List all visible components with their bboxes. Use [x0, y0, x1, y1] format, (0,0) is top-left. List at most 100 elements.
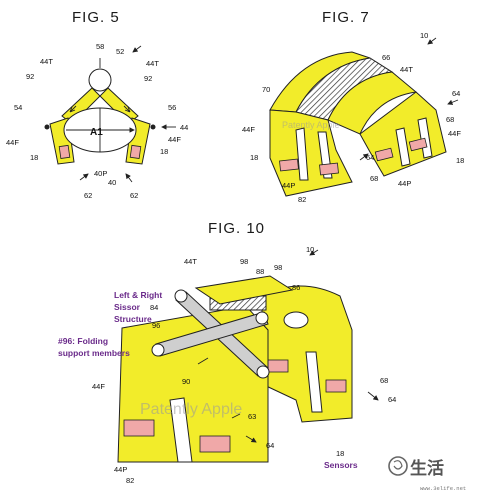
fig5-ref-58: 58 [96, 42, 104, 51]
fig10-callout-folding-line-2: support members [58, 348, 130, 358]
fig7-title: FIG. 7 [322, 9, 370, 26]
logo-text: 生活 [410, 458, 444, 478]
fig7-sensor-pad-1 [279, 158, 299, 172]
fig7-ref-44f-left: 44F [242, 125, 255, 134]
figure-7: FIG. 7 Patently Apple 10 66 44T 70 64 68… [242, 9, 464, 204]
fig5-ref-92-right: 92 [144, 74, 152, 83]
fig5-ref-92-left: 92 [26, 72, 34, 81]
fig5-ref-44t-left: 44T [40, 57, 53, 66]
fig5-right-arrow-icon [123, 105, 131, 113]
fig5-leader-52 [132, 45, 142, 53]
fig7-right-slot-1 [395, 127, 411, 167]
fig10-ref-18: 18 [336, 449, 344, 458]
fig7-ref-18-left: 18 [250, 153, 258, 162]
fig10-right-slot [305, 351, 323, 413]
fig7-ref-82: 82 [298, 195, 306, 204]
fig5-ref-52: 52 [116, 47, 124, 56]
figure-10: FIG. 10 Patently Apple Left & Right [58, 220, 396, 485]
fig7-sensor-pad-4 [408, 137, 428, 152]
fig10-ref-63: 63 [248, 412, 256, 421]
fig7-left-slot-1 [295, 127, 309, 181]
fig7-ref-18-right: 18 [456, 156, 464, 165]
fig5-ref-56: 56 [168, 103, 176, 112]
fig10-ref-84: 84 [150, 303, 158, 312]
fig10-leader-64-b [245, 435, 257, 443]
fig7-leader-10 [427, 37, 437, 45]
fig10-pivot-2 [255, 311, 269, 325]
fig10-leader-64 [367, 391, 379, 401]
fig5-right-hinge-dot [150, 124, 156, 130]
fig7-watermark: Patently Apple [282, 120, 340, 130]
fig10-ref-90: 90 [182, 377, 190, 386]
fig10-ref-96: 96 [152, 321, 160, 330]
logo-site-url: www.3elife.net [420, 485, 466, 492]
fig10-title: FIG. 10 [208, 220, 265, 237]
fig10-watermark: Patently Apple [140, 401, 242, 418]
fig5-ref-62-right: 62 [130, 191, 138, 200]
fig10-callout-scissor-line-3: Structure [114, 314, 152, 324]
fig7-leader-64 [447, 99, 459, 105]
fig7-ref-44p-right: 44P [398, 179, 411, 188]
fig5-ref-44f-left: 44F [6, 138, 19, 147]
logo-swirl-inner-icon [393, 460, 403, 470]
fig7-ref-68-a: 68 [446, 115, 454, 124]
logo-swirl-icon [388, 456, 408, 476]
fig5-left-arrow-icon [69, 105, 77, 113]
fig10-mid-sensor-pad [267, 359, 289, 373]
fig10-front-slot [169, 397, 193, 463]
fig10-ref-44p: 44P [114, 465, 127, 474]
figure-5: FIG. 5 58 52 44T 44T 92 [6, 9, 188, 200]
fig5-ref-18-left: 18 [30, 153, 38, 162]
fig10-ref-68: 68 [380, 376, 388, 385]
fig10-ref-64-a: 64 [388, 395, 396, 404]
fig7-ref-70: 70 [262, 85, 270, 94]
fig7-ref-64-b: 64 [366, 153, 374, 162]
fig10-pivot-4 [256, 365, 270, 379]
fig10-pivot-3 [151, 343, 165, 357]
fig10-callout-sensors: Sensors [324, 460, 358, 470]
fig7-ref-44t: 44T [400, 65, 413, 74]
fig5-ref-18-right: 18 [160, 147, 168, 156]
fig5-ref-44: 44 [180, 123, 188, 132]
fig7-ref-64: 64 [452, 89, 460, 98]
fig10-ref-82: 82 [126, 476, 134, 485]
fig10-right-sensor-pad [325, 379, 347, 393]
fig5-pivot-circle [88, 68, 112, 92]
fig7-ref-44f-right: 44F [448, 129, 461, 138]
fig10-pivot-1 [174, 289, 188, 303]
fig10-ref-44t: 44T [184, 257, 197, 266]
fig5-ref-40: 40 [108, 178, 116, 187]
site-logo: 生活 www.3elife.net [388, 456, 466, 492]
fig10-ref-44f: 44F [92, 382, 105, 391]
fig10-ref-88: 88 [256, 267, 264, 276]
fig10-callout-folding-line-1: #96: Folding [58, 336, 108, 346]
fig10-callout-scissor-line-2: Sissor [114, 302, 141, 312]
fig5-leader-62-right [125, 173, 133, 183]
fig7-ref-68-b: 68 [370, 174, 378, 183]
fig7-leader-64-b [359, 153, 369, 161]
fig10-ref-86: 86 [292, 283, 300, 292]
fig10-leader-90 [197, 357, 209, 365]
fig5-ref-44t-right: 44T [146, 59, 159, 68]
fig7-ref-10: 10 [420, 31, 428, 40]
fig5-ref-44f-right: 44F [168, 135, 181, 144]
fig7-ref-66: 66 [382, 53, 390, 62]
fig10-leader-63 [231, 413, 241, 419]
fig5-leader-62-left [79, 173, 89, 181]
fig10-front-sensor-pad-2 [199, 435, 231, 453]
fig5-right-sensor-pad [129, 144, 142, 159]
fig10-leader-10 [309, 249, 319, 256]
fig5-ref-62-left: 62 [84, 191, 92, 200]
fig5-ref-a1: A1 [90, 127, 103, 138]
fig7-ref-44p-left: 44P [282, 181, 295, 190]
fig5-ref-54: 54 [14, 103, 22, 112]
fig10-ref-10: 10 [306, 245, 314, 254]
fig10-ref-98-a: 98 [240, 257, 248, 266]
fig5-title: FIG. 5 [72, 9, 120, 26]
fig10-top-plate [194, 275, 294, 305]
fig5-ref-40p: 40P [94, 169, 107, 178]
fig5-left-hinge-dot [44, 124, 50, 130]
fig7-sensor-pad-3 [374, 147, 394, 162]
fig10-front-sensor-pad-1 [123, 419, 155, 437]
